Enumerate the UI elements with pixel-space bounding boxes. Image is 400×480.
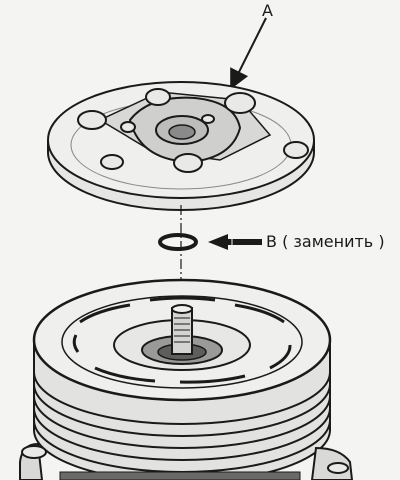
armature-plate <box>47 81 315 211</box>
callout-a-label: A <box>262 1 273 20</box>
shim-washer <box>158 233 198 251</box>
rivets <box>77 88 309 173</box>
callout-b-label: B ( заменить ) <box>266 232 385 251</box>
callout-b-arrow <box>208 234 262 250</box>
compressor-body <box>19 442 354 480</box>
pulley <box>32 278 332 480</box>
callout-a-leader <box>230 17 267 90</box>
